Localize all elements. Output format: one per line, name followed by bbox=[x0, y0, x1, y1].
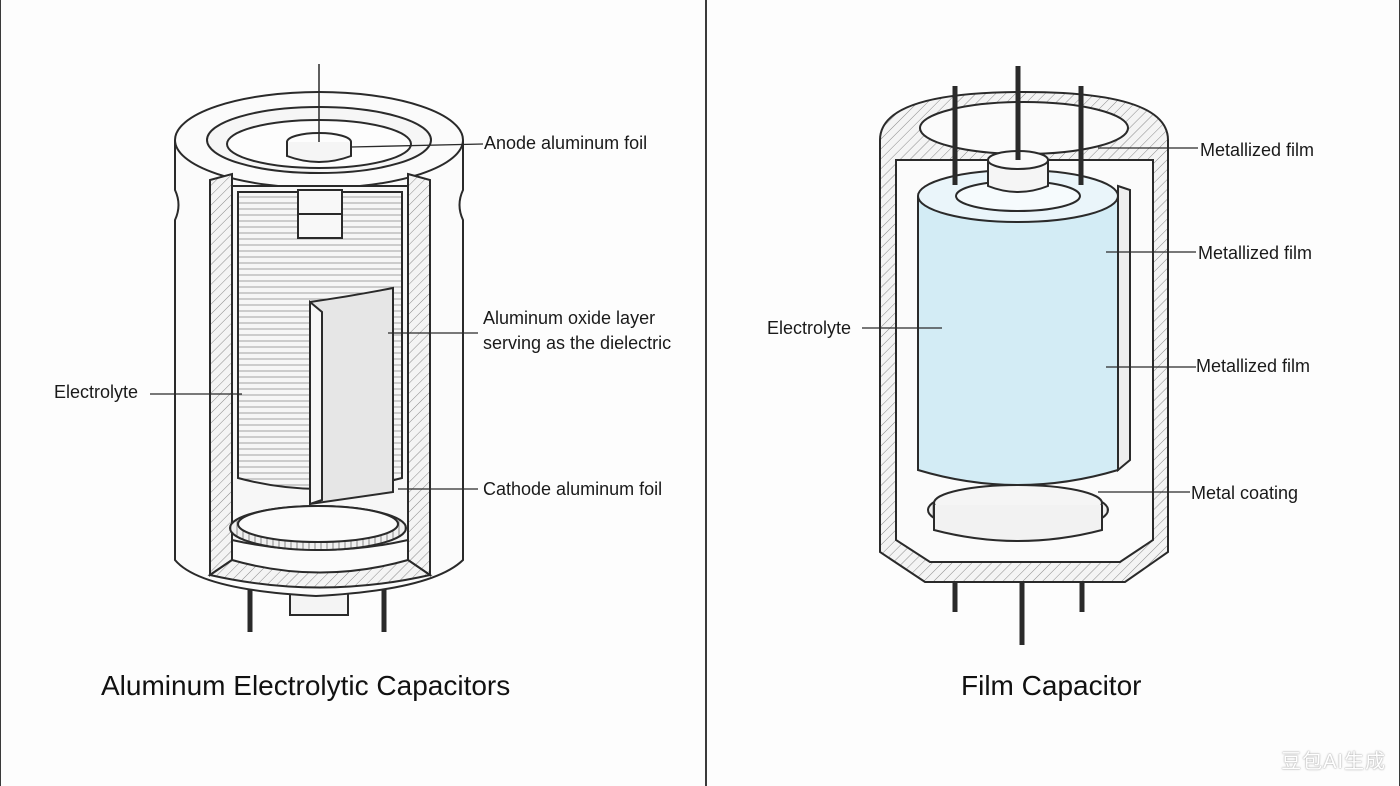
oxide-sheet bbox=[309, 286, 394, 506]
electrolytic-capacitor-drawing bbox=[174, 64, 464, 632]
left-frame-border bbox=[0, 0, 1, 786]
right-wall-section bbox=[407, 172, 431, 577]
ai-watermark: 豆包AI生成 bbox=[1281, 751, 1386, 773]
left-wall-section bbox=[209, 172, 233, 577]
panel-divider bbox=[705, 0, 707, 786]
film-top-rim bbox=[919, 101, 1129, 155]
label-electrolyte-left: Electrolyte bbox=[54, 382, 139, 402]
bottom-disc bbox=[237, 505, 399, 543]
label-metal-coating: Metal coating bbox=[1191, 483, 1299, 503]
label-metallized-film-2: Metallized film bbox=[1198, 243, 1313, 263]
label-anode-aluminum-foil: Anode aluminum foil bbox=[484, 133, 648, 153]
left-leader-lines bbox=[150, 143, 484, 490]
label-metallized-film-3: Metallized film bbox=[1196, 356, 1311, 376]
film-roll bbox=[917, 196, 1119, 486]
label-metallized-film-1: Metallized film bbox=[1200, 140, 1315, 160]
title-film-capacitor: Film Capacitor bbox=[961, 670, 1142, 701]
label-cathode-aluminum-foil: Cathode aluminum foil bbox=[483, 479, 663, 499]
film-capacitor-drawing bbox=[879, 66, 1169, 645]
right-leader-lines bbox=[862, 147, 1198, 493]
label-aluminum-oxide-layer: Aluminum oxide layer serving as the diel… bbox=[483, 308, 672, 353]
film-outer-layer bbox=[1117, 184, 1131, 473]
label-electrolyte-right: Electrolyte bbox=[767, 318, 852, 338]
bottom-section bbox=[207, 558, 433, 589]
title-aluminum-electrolytic: Aluminum Electrolytic Capacitors bbox=[101, 670, 511, 701]
